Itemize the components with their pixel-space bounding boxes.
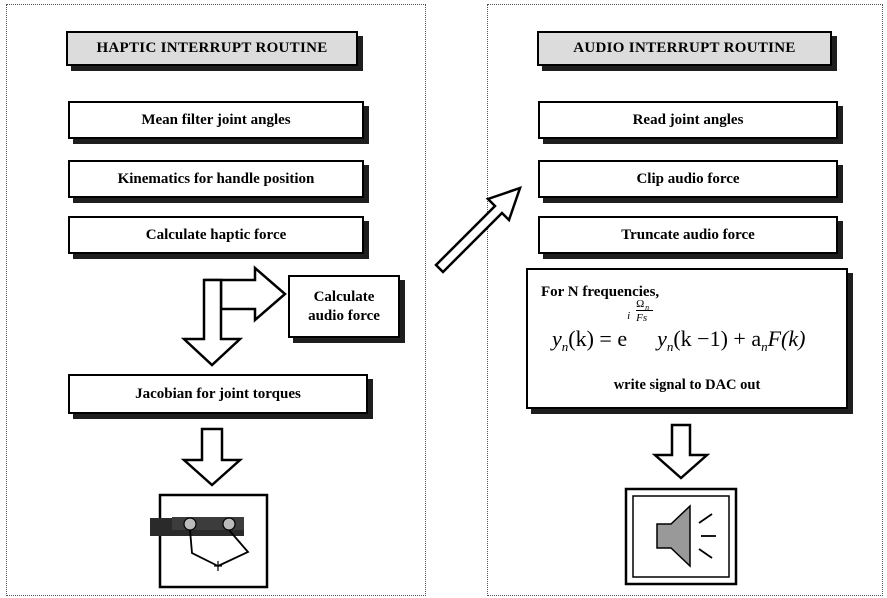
f-exp-top: Ω bbox=[636, 298, 645, 310]
step-truncate-audio-force: Truncate audio force bbox=[538, 216, 838, 254]
step-mean-filter: Mean filter joint angles bbox=[68, 101, 364, 139]
haptic-title: HAPTIC INTERRUPT ROUTINE bbox=[66, 31, 358, 66]
calc-audio-line1: Calculate bbox=[313, 288, 375, 305]
f-exp-i: i bbox=[627, 310, 631, 322]
f-arg: (k) = e bbox=[568, 326, 628, 351]
audio-panel bbox=[487, 4, 883, 596]
haptic-panel bbox=[6, 4, 426, 596]
f-a-sub: n bbox=[761, 339, 768, 354]
f-tail: F(k) bbox=[767, 326, 806, 351]
step-clip-audio-force: Clip audio force bbox=[538, 160, 838, 198]
f-rhs-arg: (k −1) + a bbox=[673, 326, 762, 351]
step-kinematics: Kinematics for handle position bbox=[68, 160, 364, 198]
f-exp-bar bbox=[636, 310, 654, 311]
calc-audio-line2: audio force bbox=[308, 307, 380, 324]
speaker-icon bbox=[624, 487, 738, 586]
cross-panel-arrow bbox=[434, 185, 523, 274]
step-haptic-force: Calculate haptic force bbox=[68, 216, 364, 254]
f-exp-bottom: Fs bbox=[636, 312, 648, 324]
down-arrow-audio bbox=[651, 423, 711, 480]
audio-title: AUDIO INTERRUPT ROUTINE bbox=[537, 31, 832, 66]
loop-label: For N frequencies, bbox=[541, 284, 660, 300]
step-read-joint-angles: Read joint angles bbox=[538, 101, 838, 139]
step-calc-audio-force: Calculate audio force bbox=[288, 275, 400, 338]
down-arrow-haptic bbox=[180, 427, 244, 487]
f-rhs-y: y bbox=[657, 326, 667, 351]
step-jacobian: Jacobian for joint torques bbox=[68, 374, 368, 414]
f-exp-top-sub: n bbox=[645, 303, 650, 312]
output-label: write signal to DAC out bbox=[613, 377, 761, 393]
branch-down-arrow bbox=[180, 278, 244, 367]
f-lhs-sub: n bbox=[561, 339, 569, 354]
f-lhs: y bbox=[552, 326, 562, 351]
f-rhs-y-sub: n bbox=[666, 339, 674, 354]
haptic-device-icon bbox=[150, 493, 269, 589]
